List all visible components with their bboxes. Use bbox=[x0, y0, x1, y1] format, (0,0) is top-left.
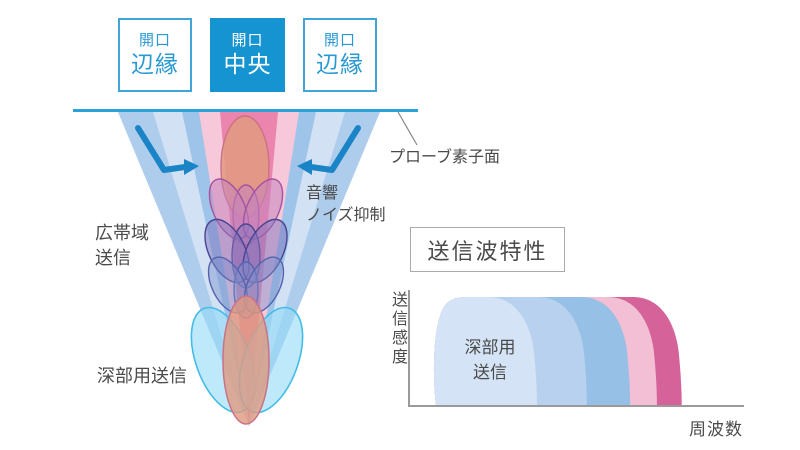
right-steer-arrowhead bbox=[297, 159, 312, 175]
deep-transmit-label: 深部用送信 bbox=[97, 366, 187, 386]
left-steer-arrowhead bbox=[184, 159, 199, 175]
chart-dome bbox=[433, 297, 537, 405]
aperture-box-line1: 開口 bbox=[323, 32, 356, 50]
pulse-petals bbox=[190, 115, 304, 425]
chart-x-label: 周波数 bbox=[689, 420, 743, 439]
right-steer-arrow bbox=[308, 125, 361, 173]
steering-arrows bbox=[135, 125, 361, 175]
aperture-center-box: 開口 中央 bbox=[210, 18, 285, 92]
aperture-box-line2: 中央 bbox=[223, 51, 272, 78]
chart-title-box: 送信波特性 bbox=[410, 227, 565, 272]
aperture-box-line1: 開口 bbox=[231, 32, 264, 50]
chart-area-label-line2: 送信 bbox=[473, 362, 507, 382]
aperture-box-line2: 辺縁 bbox=[316, 51, 364, 78]
probe-surface-line bbox=[73, 109, 418, 112]
broadband-line1: 広帯域 bbox=[95, 223, 149, 243]
salmon-pulse-bottom bbox=[222, 295, 270, 425]
acoustic-noise-line1: 音響 bbox=[306, 185, 339, 202]
aperture-edge-box-right: 開口 辺縁 bbox=[303, 18, 377, 92]
acoustic-noise-label: 音響 ノイズ抑制 bbox=[306, 183, 386, 228]
left-steer-arrow bbox=[135, 125, 188, 173]
chart-area-label: 深部用 送信 bbox=[448, 336, 532, 385]
chart-area-label-line1: 深部用 bbox=[464, 338, 516, 357]
broadband-transmit-label: 広帯域 送信 bbox=[95, 221, 149, 271]
acoustic-noise-line2: ノイズ抑制 bbox=[306, 207, 386, 225]
violet-petal-right bbox=[242, 218, 288, 284]
chart-axes bbox=[408, 290, 744, 407]
violet-petal-left bbox=[204, 218, 250, 284]
chart-title: 送信波特性 bbox=[427, 238, 548, 264]
aperture-box-line1: 開口 bbox=[138, 32, 171, 50]
broadband-line2: 送信 bbox=[95, 248, 131, 269]
chart-domes bbox=[433, 297, 682, 405]
probe-surface-label: プローブ素子面 bbox=[389, 149, 501, 166]
aperture-box-line2: 辺縁 bbox=[131, 51, 179, 78]
probe-label-pointer bbox=[397, 111, 418, 146]
aperture-edge-box-left: 開口 辺縁 bbox=[118, 18, 192, 92]
chart-y-label: 送信感度 bbox=[389, 291, 406, 367]
